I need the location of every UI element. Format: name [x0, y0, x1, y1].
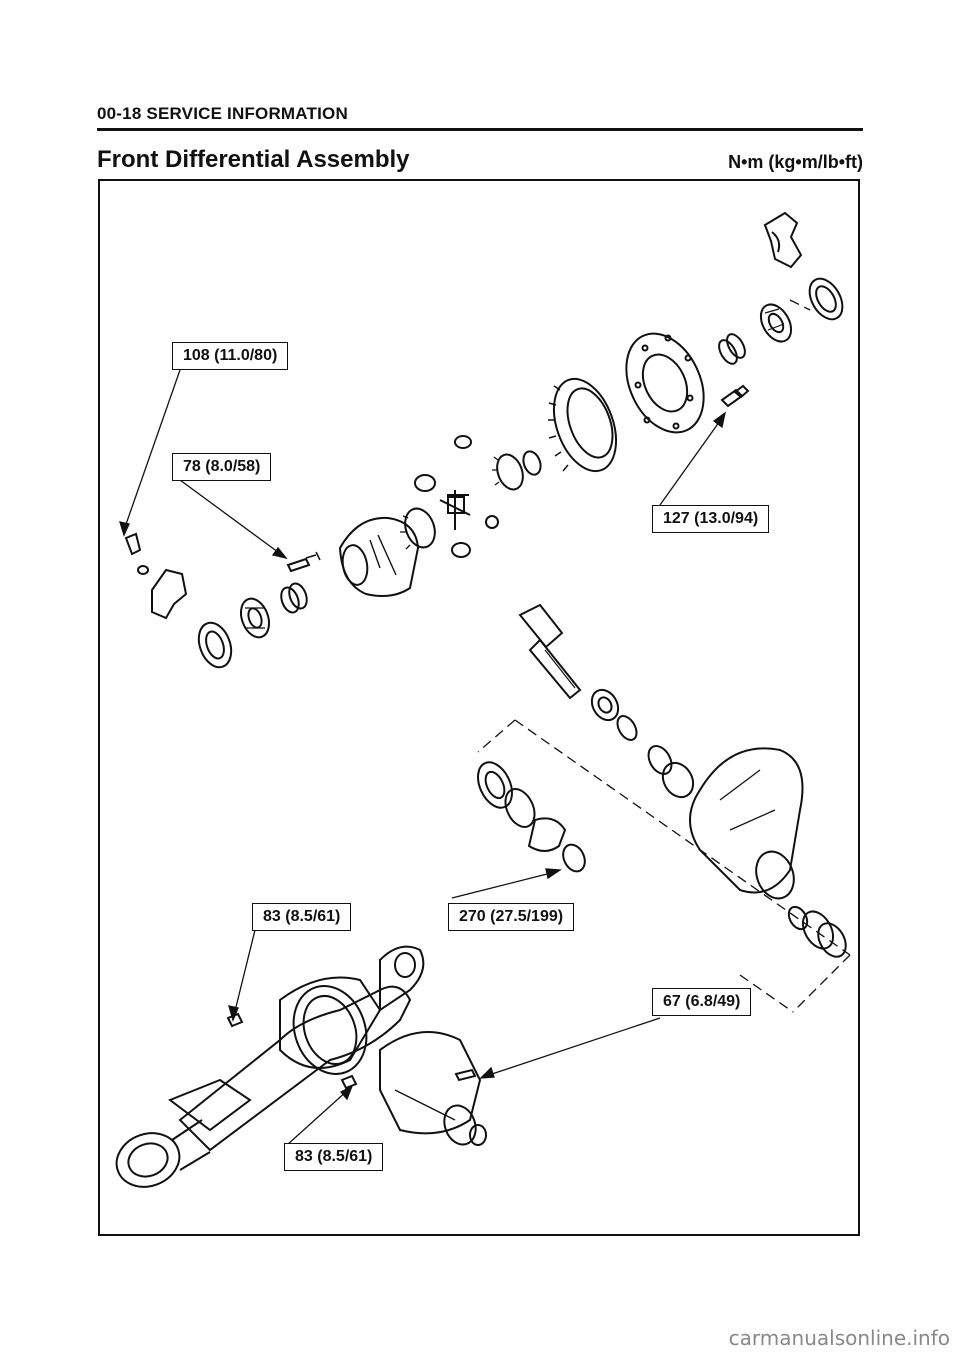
- section-header: 00-18 SERVICE INFORMATION: [97, 104, 348, 123]
- carrier-assembly: [379, 1031, 487, 1146]
- housing-bolt: [226, 1012, 244, 1028]
- torque-label-78: 78 (8.0/58): [172, 453, 272, 481]
- carrier-nut: [340, 1074, 358, 1090]
- torque-label-67: 67 (6.8/49): [652, 988, 752, 1016]
- page-title: Front Differential Assembly: [97, 146, 410, 173]
- footer-watermark: carmanualsonline.info: [728, 1326, 950, 1350]
- differential-case: [338, 516, 420, 597]
- oil-seal-middle: [661, 761, 695, 799]
- differential-case-gear: [548, 377, 618, 473]
- differential-carrier: [689, 747, 804, 900]
- torque-label-270: 270 (27.5/199): [448, 903, 575, 931]
- units-label: N•m (kg•m/lb•ft): [728, 152, 863, 172]
- bearing-cap-right-upper: [763, 211, 803, 269]
- bearing-cup-right: [808, 277, 844, 321]
- bearing-right: [759, 303, 793, 343]
- diagram-frame: [98, 179, 860, 1236]
- pinion-shaft-cross: [439, 490, 471, 530]
- front-seal-flange: [477, 761, 586, 873]
- ring-gear: [625, 332, 705, 434]
- case-bolt: [286, 551, 321, 573]
- pinion-shim: [647, 745, 673, 775]
- drive-pinion: [518, 603, 582, 700]
- torque-label-108: 108 (11.0/80): [172, 342, 289, 370]
- carrier-bearing: [801, 910, 847, 958]
- side-gear-left: [400, 507, 436, 550]
- ring-gear-bolts: [720, 384, 750, 408]
- side-gear-washer: [522, 450, 542, 476]
- bearing-cup-left: [197, 621, 233, 669]
- shims-left: [280, 582, 308, 614]
- side-gear-right: [492, 453, 524, 491]
- header-rule: [97, 128, 863, 131]
- axle-tube-end: [115, 1119, 211, 1188]
- bearing-left: [239, 597, 271, 639]
- collapsible-spacer: [616, 715, 638, 741]
- leader-lines: [119, 299, 851, 1146]
- axle-housing: [167, 945, 425, 1152]
- pinion-bearing: [590, 688, 620, 722]
- pinion-gears: [414, 435, 500, 558]
- shims-right: [718, 333, 746, 365]
- torque-label-83-lower: 83 (8.5/61): [284, 1143, 384, 1171]
- torque-label-127: 127 (13.0/94): [652, 505, 770, 533]
- carrier-bolt: [454, 1068, 477, 1082]
- bearing-cap-left: [124, 532, 188, 620]
- torque-label-83-upper: 83 (8.5/61): [252, 903, 352, 931]
